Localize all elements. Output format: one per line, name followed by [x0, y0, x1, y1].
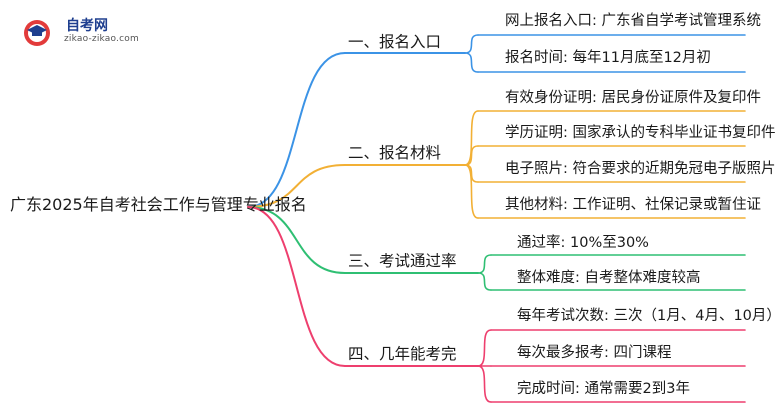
- leaf-3-2: 整体难度: 自考整体难度较高: [517, 270, 701, 286]
- leaf-2-2: 学历证明: 国家承认的专科毕业证书复印件: [505, 125, 776, 141]
- connector-root-branch-3: [247, 206, 346, 274]
- mindmap-connectors: [247, 34, 746, 403]
- connector-branch-4-leaf-3: [477, 365, 492, 403]
- branch-label-1: 一、报名入口: [348, 33, 442, 51]
- connector-root-branch-4: [247, 206, 346, 367]
- mindmap-root: 广东2025年自考社会工作与管理专业报名: [10, 195, 307, 214]
- leaf-2-1: 有效身份证明: 居民身份证原件及复印件: [505, 90, 761, 106]
- leaf-4-1: 每年考试次数: 三次（1月、4月、10月）: [517, 308, 781, 324]
- connector-branch-2-leaf-2: [464, 145, 479, 166]
- branch-label-3: 三、考试通过率: [348, 252, 457, 270]
- connector-branch-2-leaf-4: [464, 164, 479, 219]
- logo-title: 自考网: [66, 18, 108, 34]
- leaf-2-3: 电子照片: 符合要求的近期免冠电子版照片: [505, 161, 776, 177]
- connector-branch-4-leaf-1: [477, 329, 492, 367]
- connector-branch-1-leaf-2: [464, 52, 479, 73]
- graduation-cap-logo-icon: [24, 20, 50, 46]
- connector-branch-3-leaf-1: [477, 254, 492, 274]
- connector-branch-1-leaf-1: [464, 34, 479, 54]
- site-logo[interactable]: 自考网 zikao-zikao.com: [18, 12, 148, 52]
- connector-branch-2-leaf-1: [464, 110, 479, 166]
- leaf-3-1: 通过率: 10%至30%: [517, 235, 649, 251]
- logo-subtitle: zikao-zikao.com: [64, 34, 139, 44]
- leaf-1-1: 网上报名入口: 广东省自学考试管理系统: [505, 13, 761, 29]
- branch-label-2: 二、报名材料: [348, 144, 442, 162]
- leaf-4-3: 完成时间: 通常需要2到3年: [517, 381, 690, 397]
- branch-label-4: 四、几年能考完: [348, 345, 457, 363]
- leaf-4-2: 每次最多报考: 四门课程: [517, 345, 672, 361]
- connector-root-branch-1: [247, 52, 346, 208]
- leaf-2-4: 其他材料: 工作证明、社保记录或暂住证: [505, 197, 761, 213]
- leaf-1-2: 报名时间: 每年11月底至12月初: [505, 50, 711, 66]
- connector-branch-3-leaf-2: [477, 272, 492, 291]
- connector-root-branch-2: [247, 164, 346, 208]
